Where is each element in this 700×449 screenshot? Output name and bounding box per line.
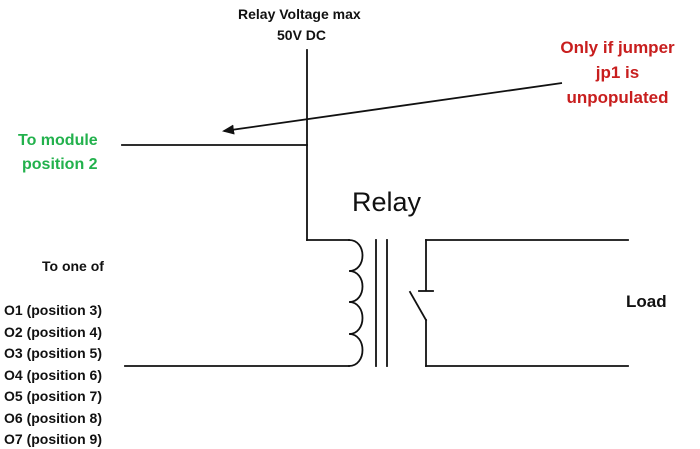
switch-arm — [408, 290, 428, 322]
output-item: O5 (position 7) — [4, 388, 102, 404]
jumper-note-line3: unpopulated — [566, 88, 669, 107]
output-item: O6 (position 8) — [4, 409, 102, 426]
module-label-line1: To module — [18, 132, 98, 149]
annotation-arrow — [222, 82, 563, 135]
output-item: O1 (position 3) — [4, 302, 102, 318]
relay-title: Relay — [352, 187, 422, 217]
relay-voltage-value: 50V DC — [277, 27, 327, 43]
relay-voltage-label: Relay Voltage max — [238, 6, 361, 22]
outputs-heading: To one of — [42, 258, 104, 274]
module-label-line2: position 2 — [22, 156, 98, 173]
output-item: O3 (position 5) — [4, 345, 102, 361]
jumper-note-line1: Only if jumper — [560, 38, 675, 57]
output-item: O2 (position 4) — [4, 323, 102, 340]
load-label: Load — [626, 292, 667, 311]
jumper-note-line2: jp1 is — [595, 63, 640, 82]
output-item: O4 (position 6) — [4, 366, 102, 383]
output-item: O7 (position 9) — [4, 431, 102, 447]
outputs-list: O1 (position 3) O2 (position 4) O3 (positi… — [4, 300, 102, 449]
relay-coil — [348, 239, 364, 367]
